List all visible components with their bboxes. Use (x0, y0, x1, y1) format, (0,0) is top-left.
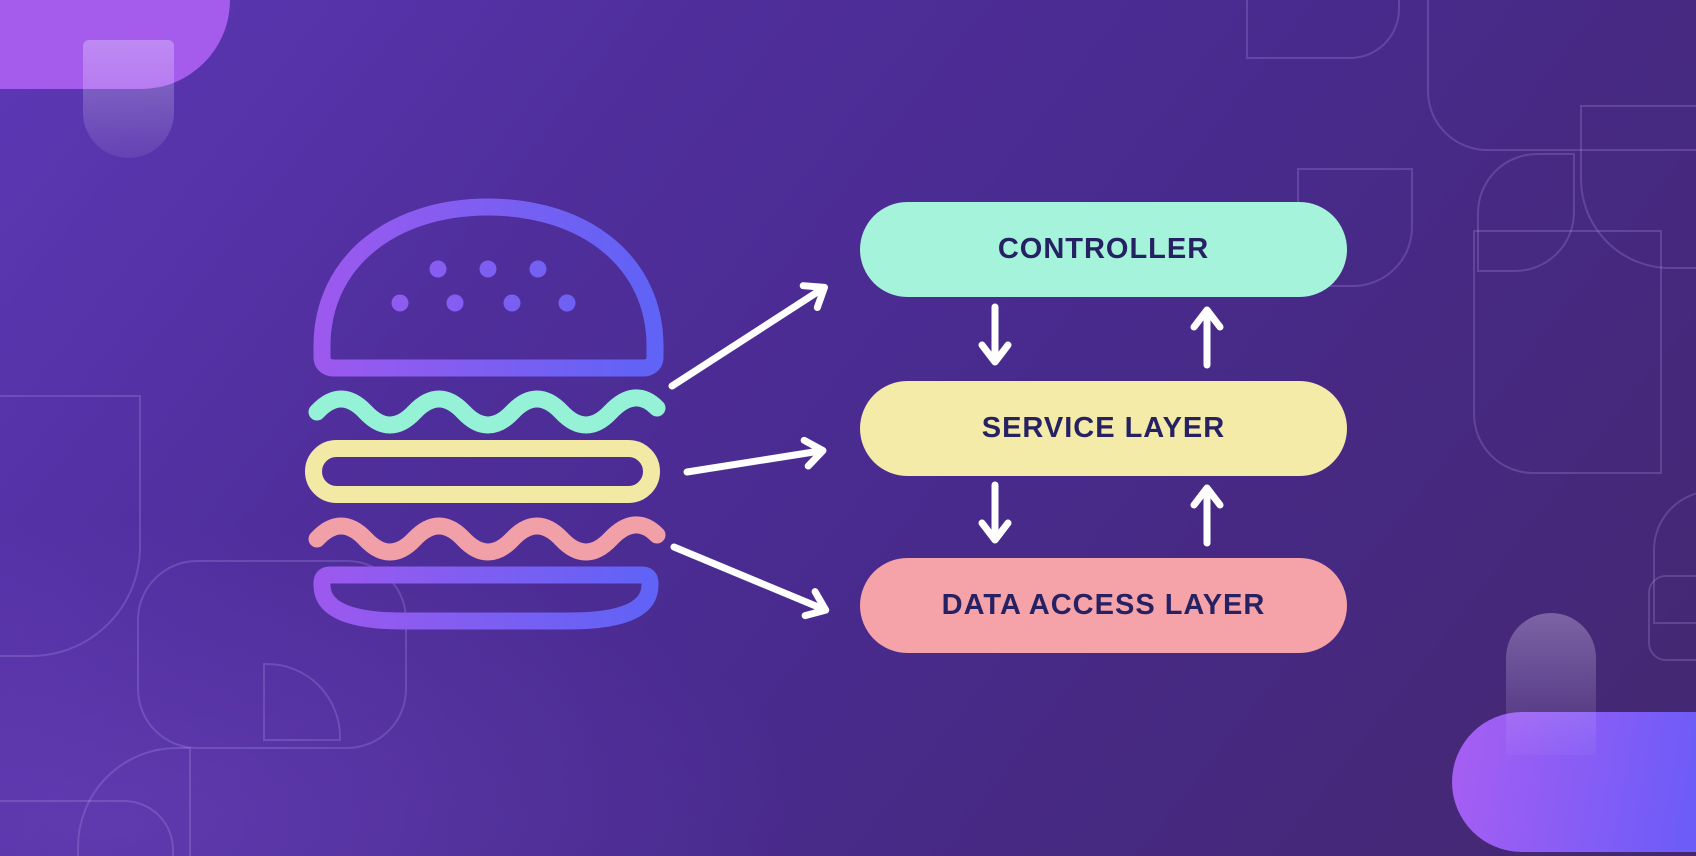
background-pattern-tile (1648, 575, 1696, 661)
controller-label: CONTROLLER (997, 233, 1210, 265)
service-layer-box: SERVICE LAYER (860, 381, 1347, 476)
background-pattern-tile (0, 800, 174, 856)
data-access-layer-box: DATA ACCESS LAYER (860, 558, 1347, 653)
burger-sesame-seeds (391, 260, 576, 312)
background-pattern-tile (0, 395, 141, 657)
arrow-burger-to-data (670, 543, 830, 620)
background-pattern-tile (1427, 0, 1696, 151)
controller-box: CONTROLLER (860, 202, 1347, 297)
service-layer-label: SERVICE LAYER (981, 412, 1226, 444)
background-pattern-tile (1246, 0, 1400, 59)
burger-lettuce-wave (308, 389, 666, 434)
corner-decoration-top-left-arch (83, 40, 174, 158)
burger-icon (305, 198, 666, 630)
burger-bottom-bun (313, 566, 659, 630)
corner-decoration-bottom-right-arch (1506, 613, 1596, 755)
burger-top-bun (313, 198, 664, 377)
burger-patty (305, 440, 660, 503)
burger-sauce-wave (308, 516, 666, 561)
arrow-burger-to-service (683, 436, 827, 476)
corner-decoration-bottom-right (1452, 712, 1696, 852)
background-pattern-tile (137, 560, 407, 749)
background-pattern-tile (1473, 230, 1662, 474)
arrow-burger-to-controller (668, 282, 829, 390)
data-access-layer-label: DATA ACCESS LAYER (941, 589, 1266, 621)
